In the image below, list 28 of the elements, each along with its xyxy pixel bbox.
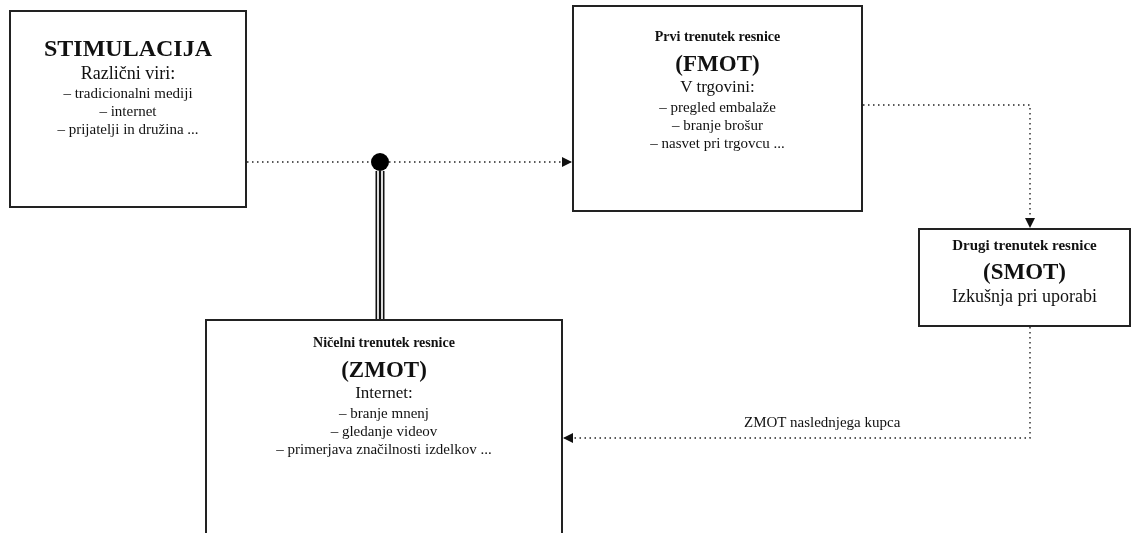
process-box (205, 319, 563, 533)
box-text: – nasvet pri trgovcu ... (650, 133, 785, 152)
dotted-arrow (388, 157, 573, 167)
box-heading: STIMULACIJA (44, 34, 212, 63)
box-subheading: (SMOT) (982, 258, 1067, 286)
box-text: Izkušnja pri uporabi (952, 285, 1097, 308)
box-subheading: (ZMOT) (341, 355, 427, 384)
triple-line-connector (375, 171, 385, 319)
box-text: – prijatelji in družina ... (57, 120, 199, 139)
box-subheading: (FMOT) (675, 49, 760, 78)
box-text: – branje brošur (672, 115, 763, 134)
box-heading: Prvi trenutek resnice (654, 29, 781, 46)
process-box (918, 228, 1131, 327)
box-text: – tradicionalni mediji (63, 84, 193, 103)
box-heading: Ničelni trenutek resnice (313, 335, 455, 352)
box-text: Različni viri: (80, 62, 176, 85)
box-heading: Drugi trenutek resnice (952, 236, 1097, 254)
box-text: – primerjava značilnosti izdelkov ... (276, 439, 492, 458)
box-text: V trgovini: (680, 77, 755, 98)
process-box (9, 10, 247, 208)
process-box (572, 5, 863, 212)
box-text: – pregled embalaže (659, 97, 776, 116)
box-text: – branje mnenj (339, 403, 429, 422)
dotted-arrow (562, 326, 1031, 443)
box-text: – internet (99, 102, 157, 121)
junction-dot (371, 153, 389, 171)
box-text: Internet: (355, 383, 413, 404)
box-text: – gledanje videov (330, 421, 438, 440)
